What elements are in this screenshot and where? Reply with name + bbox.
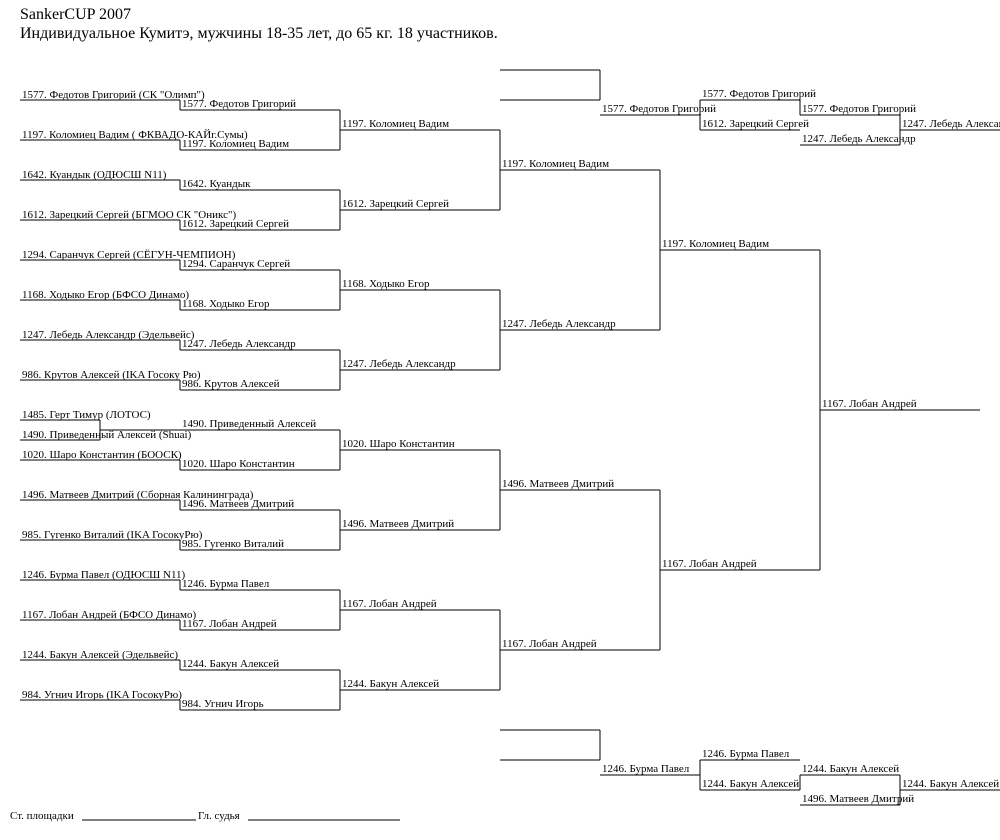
bracket-lines — [20, 69, 1000, 821]
round4-label: 1167. Лобан Андрей — [662, 558, 757, 570]
round3-label: 1247. Лебедь Александр — [502, 318, 616, 330]
round2-label: 1496. Матвеев Дмитрий — [342, 518, 454, 530]
round1-label: 1496. Матвеев Дмитрий — [182, 498, 294, 510]
repechage-label: 1577. Федотов Григорий — [602, 103, 716, 115]
round3-label: 1496. Матвеев Дмитрий — [502, 478, 614, 490]
round1-label: 1244. Бакун Алексей — [182, 658, 279, 670]
round2-label: 1167. Лобан Андрей — [342, 598, 437, 610]
round1-label: 1167. Лобан Андрей — [182, 618, 277, 630]
repechage-label: 1244. Бакун Алексей — [902, 778, 999, 790]
participant-label: 984. Угнич Игорь (IKA ГосокуРю) — [22, 689, 182, 701]
final-winner-label: 1167. Лобан Андрей — [822, 398, 917, 410]
repechage-label: 1246. Бурма Павел — [702, 748, 790, 760]
repechage-label: 1577. Федотов Григорий — [802, 103, 916, 115]
page-title: SankerCUP 2007 — [20, 6, 131, 23]
round1-label: 1577. Федотов Григорий — [182, 98, 296, 110]
bracket-labels: 1577. Федотов Григорий (СК "Олимп") 1197.… — [10, 88, 1000, 822]
participant-label: 1168. Ходыко Егор (БФСО Динамо) — [22, 289, 189, 301]
round1-label: 1020. Шаро Константин — [182, 458, 295, 470]
page-subtitle: Индивидуальное Кумитэ, мужчины 18-35 лет… — [20, 25, 498, 42]
round2-label: 1244. Бакун Алексей — [342, 678, 439, 690]
repechage-label: 1247. Лебедь Александр — [802, 133, 916, 145]
round2-label: 1612. Зарецкий Сергей — [342, 198, 449, 210]
footer-judge-label: Гл. судья — [198, 810, 240, 822]
participant-label: 1294. Саранчук Сергей (СЁГУН-ЧЕМПИОН) — [22, 249, 236, 261]
participant-label: 1496. Матвеев Дмитрий (Сборная Калинингр… — [22, 489, 254, 501]
round3-label: 1167. Лобан Андрей — [502, 638, 597, 650]
round1-label: 1642. Куандык — [182, 178, 251, 190]
repechage-label: 1577. Федотов Григорий — [702, 88, 816, 100]
round2-label: 1247. Лебедь Александр — [342, 358, 456, 370]
repechage-label: 1244. Бакун Алексей — [702, 778, 799, 790]
round1-label: 984. Угнич Игорь — [182, 698, 264, 710]
round3-label: 1197. Коломиец Вадим — [502, 158, 609, 170]
participant-label: 1197. Коломиец Вадим ( ФКВАДО-КАЙг.Сумы) — [22, 129, 248, 141]
participant-label: 1612. Зарецкий Сергей (БГМОО СК "Оникс") — [22, 209, 236, 221]
participant-label: 1485. Герт Тимур (ЛОТОС) — [22, 409, 151, 421]
round4-label: 1197. Коломиец Вадим — [662, 238, 769, 250]
participant-label: 1167. Лобан Андрей (БФСО Динамо) — [22, 609, 196, 621]
round1-label: 1168. Ходыко Егор — [182, 298, 270, 310]
round1-label: 985. Гугенко Виталий — [182, 538, 284, 550]
footer-site-label: Ст. площадки — [10, 810, 74, 822]
round1-label: 1197. Коломиец Вадим — [182, 138, 289, 150]
round1-label: 1247. Лебедь Александр — [182, 338, 296, 350]
participant-label: 985. Гугенко Виталий (IKA ГосокуРю) — [22, 529, 203, 541]
participant-label: 1577. Федотов Григорий (СК "Олимп") — [22, 89, 205, 101]
repechage-label: 1496. Матвеев Дмитрий — [802, 793, 914, 805]
participant-label: 1246. Бурма Павел (ОДЮСШ N11) — [22, 569, 186, 581]
repechage-label: 1247. Лебедь Александр — [902, 118, 1000, 130]
round1-label: 986. Крутов Алексей — [182, 378, 280, 390]
repechage-label: 1612. Зарецкий Сергей — [702, 118, 809, 130]
participant-label: 1247. Лебедь Александр (Эдельвейс) — [22, 329, 195, 341]
round1-label: 1294. Саранчук Сергей — [182, 258, 290, 270]
round1-label: 1612. Зарецкий Сергей — [182, 218, 289, 230]
round2-label: 1197. Коломиец Вадим — [342, 118, 449, 130]
repechage-label: 1244. Бакун Алексей — [802, 763, 899, 775]
participant-label: 1020. Шаро Константин (БООСК) — [22, 449, 182, 461]
participant-label: 986. Крутов Алексей (IKA Госоку Рю) — [22, 369, 201, 381]
participant-label: 1490. Приведенный Алексей (Shuai) — [22, 429, 192, 441]
round1-label: 1246. Бурма Павел — [182, 578, 270, 590]
repechage-label: 1246. Бурма Павел — [602, 763, 690, 775]
round2-label: 1168. Ходыко Егор — [342, 278, 430, 290]
participant-label: 1642. Куандык (ОДЮСШ N11) — [22, 169, 167, 181]
round1-label: 1490. Приведенный Алексей — [182, 418, 316, 430]
round2-label: 1020. Шаро Константин — [342, 438, 455, 450]
participant-label: 1244. Бакун Алексей (Эдельвейс) — [22, 649, 178, 661]
